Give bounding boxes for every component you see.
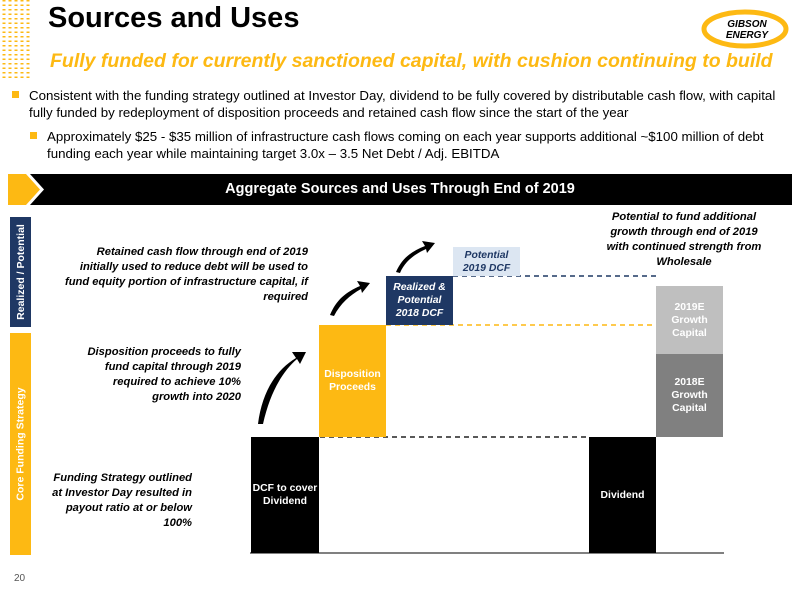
box-2019-growth-capital: 2019E Growth Capital [656, 286, 723, 354]
note-disposition: Disposition proceeds to fully fund capit… [87, 346, 241, 403]
banner-title: Aggregate Sources and Uses Through End o… [225, 181, 575, 197]
note-funding: Funding Strategy outlined at Investor Da… [52, 472, 192, 529]
box-disposition-proceeds: Disposition Proceeds [319, 325, 386, 437]
logo-text-1: GIBSON [727, 19, 767, 30]
box-2018-growth-capital: 2018E Growth Capital [656, 354, 723, 437]
bullet-square-icon [30, 132, 37, 139]
bullet-2: Approximately $25 - $35 million of infra… [30, 128, 785, 162]
page-subtitle: Fully funded for currently sanctioned ca… [50, 50, 773, 72]
company-logo: GIBSON ENERGY [701, 9, 789, 49]
note-retained: Retained cash flow through end of 2019 i… [64, 246, 308, 303]
banner-bar [8, 174, 792, 205]
bullet-1-text: Consistent with the funding strategy out… [29, 88, 776, 120]
bullet-2-text: Approximately $25 - $35 million of infra… [47, 129, 764, 161]
bullet-1: Consistent with the funding strategy out… [12, 87, 782, 121]
side-label-realized: Realized / Potential [10, 217, 31, 327]
page-number: 20 [14, 573, 26, 584]
box-dividend: Dividend [589, 437, 656, 553]
box-realized-dcf: Realized & Potential 2018 DCF [386, 276, 453, 325]
curved-arrow-icon [258, 352, 306, 424]
curved-arrow-icon [396, 241, 435, 273]
curved-arrow-icon [330, 281, 370, 316]
logo-text-2: ENERGY [726, 30, 770, 41]
note-potential: Potential to fund additional growth thro… [606, 211, 762, 268]
page-title: Sources and Uses [48, 2, 300, 34]
side-label-core: Core Funding Strategy [10, 333, 31, 555]
bullet-square-icon [12, 91, 19, 98]
box-dcf-cover-dividend: DCF to cover Dividend [251, 437, 319, 553]
box-potential-dcf: Potential 2019 DCF [453, 247, 520, 276]
